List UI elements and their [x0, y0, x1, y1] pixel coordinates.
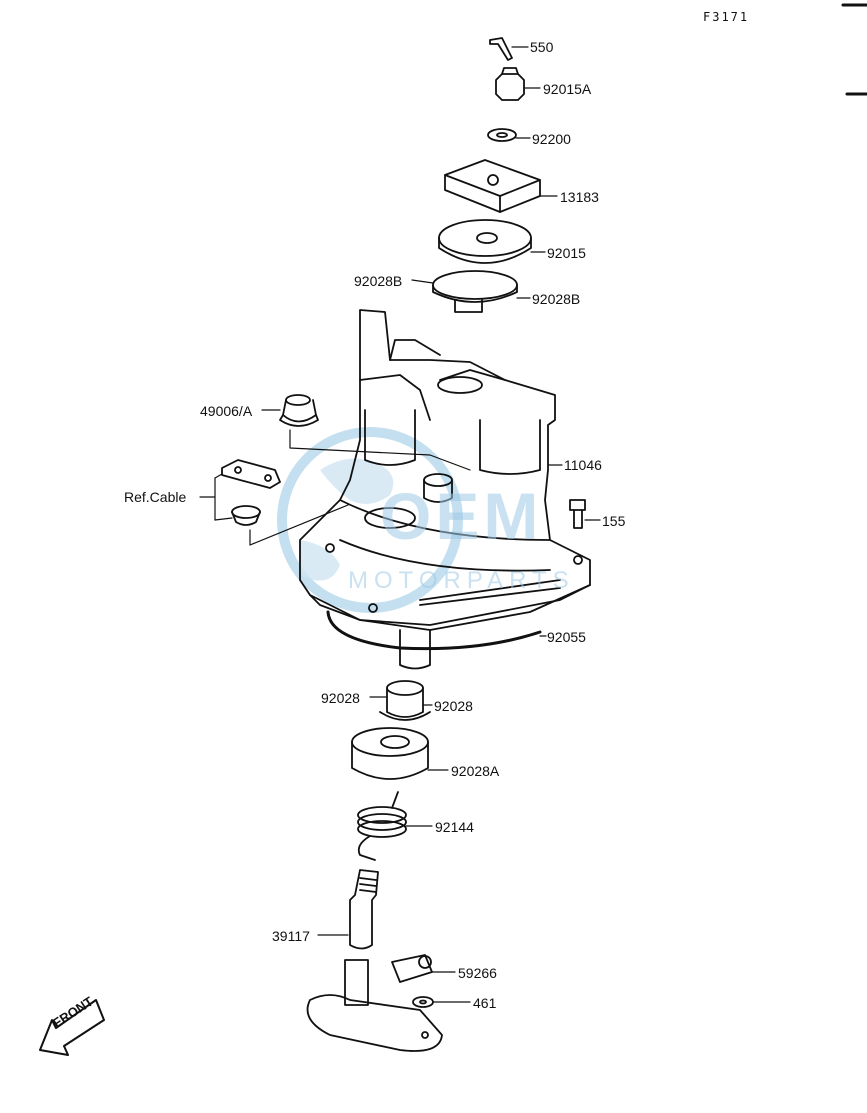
part-92015-disc	[438, 219, 546, 264]
part-label-59266: 59266	[458, 965, 497, 981]
part-92028b-spacer	[411, 270, 531, 313]
part-label-92055: 92055	[547, 629, 586, 645]
part-550-cotter-pin	[489, 37, 529, 61]
part-label-550: 550	[530, 39, 554, 55]
part-59266-fitting	[391, 954, 456, 983]
part-label-92028b-left: 92028B	[354, 273, 403, 289]
part-49006a-cap	[261, 394, 471, 471]
part-label-461: 461	[473, 995, 497, 1011]
part-label-11046: 11046	[564, 457, 602, 473]
ref-cable-parts	[199, 459, 349, 546]
part-label-92200: 92200	[532, 131, 571, 147]
watermark-main: OEM	[380, 479, 543, 553]
part-461-washer	[412, 996, 471, 1008]
part-label-155: 155	[602, 513, 626, 529]
part-label-92028a: 92028A	[451, 763, 500, 779]
part-base-arm	[306, 959, 443, 1052]
part-label-92028-left: 92028	[321, 690, 360, 706]
part-92144-spring	[357, 791, 433, 861]
part-label-92144: 92144	[435, 819, 474, 835]
part-label-92028-right: 92028	[434, 698, 473, 714]
part-92200-washer	[487, 128, 531, 142]
part-13183-plate	[444, 159, 558, 213]
part-92055-o-ring	[326, 610, 547, 651]
part-155-bolt	[569, 499, 601, 529]
part-label-92015: 92015	[547, 245, 586, 261]
part-label-49006a: 49006/A	[200, 403, 253, 419]
front-arrow-icon	[39, 999, 105, 1056]
part-92028-bushing	[369, 680, 433, 721]
part-label-39117: 39117	[272, 928, 310, 944]
part-39117-shaft	[317, 869, 379, 950]
part-label-92028b-right: 92028B	[532, 291, 581, 307]
part-92015a-castle-nut	[495, 67, 541, 101]
part-92028a-sleeve	[351, 727, 449, 780]
watermark-sub: MOTORPARTS	[348, 567, 575, 594]
part-label-92015a: 92015A	[543, 81, 592, 97]
part-11046-housing	[299, 309, 591, 670]
figure-id: F3171	[703, 10, 750, 24]
watermark-logo	[277, 427, 463, 613]
ref-cable-label: Ref.Cable	[124, 489, 187, 505]
part-label-13183: 13183	[560, 189, 599, 205]
watermark-globe	[300, 458, 394, 581]
